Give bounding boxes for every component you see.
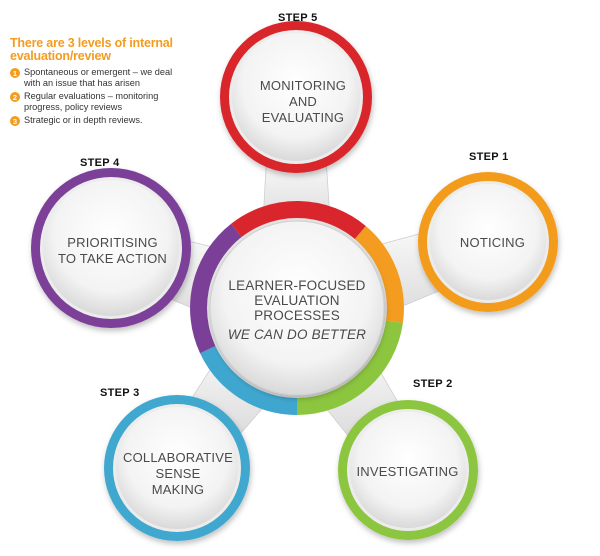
step-5-title-line: MONITORING [259, 78, 347, 93]
level-number-badge: 2 [10, 92, 20, 102]
outer-circles [31, 21, 558, 541]
level-item-1: 1 Spontaneous or emergent – we deal with… [10, 67, 225, 89]
level-number-badge: 3 [10, 116, 20, 126]
level-item-text: Regular evaluations – monitoring progres… [24, 91, 158, 113]
level-item-line: Spontaneous or emergent – we deal [24, 67, 173, 77]
step-4-circle-face [43, 180, 179, 316]
step-4-title-line: TO TAKE ACTION [58, 251, 167, 266]
level-item-2: 2 Regular evaluations – monitoring progr… [10, 91, 225, 113]
step-3-title-line: COLLABORATIVE [122, 450, 233, 465]
step-5-title: MONITORING AND EVALUATING [228, 78, 378, 126]
step-3-circle [104, 395, 250, 541]
step-5-title-line: EVALUATING [261, 110, 345, 125]
step-2-title: INVESTIGATING [335, 464, 480, 480]
step-5-label: STEP 5 [278, 12, 318, 24]
step-3-title-line: MAKING [151, 482, 205, 497]
level-item-line: with an issue that has arisen [24, 78, 140, 88]
level-item-text: Spontaneous or emergent – we deal with a… [24, 67, 172, 89]
center-disc [207, 218, 387, 398]
step-2-circle-face [350, 412, 466, 528]
ring-segment-step-2 [296, 320, 403, 415]
levels-info-title-line: evaluation/review [10, 49, 111, 63]
center-title-line: EVALUATION [254, 293, 340, 308]
levels-info-title-line: There are 3 levels of internal [10, 36, 173, 50]
center-title: LEARNER-FOCUSED EVALUATION PROCESSES WE … [207, 278, 387, 342]
center-tagline: WE CAN DO BETTER [227, 327, 367, 342]
level-item-line: progress, policy reviews [24, 102, 123, 112]
step-2-title-line: INVESTIGATING [356, 464, 459, 479]
step-4-label: STEP 4 [80, 157, 120, 169]
step-3-title-line: SENSE [155, 466, 201, 481]
step-5-circle-face [232, 33, 360, 161]
step-1-title-line: NOTICING [459, 235, 526, 250]
level-item-line: Regular evaluations – monitoring [24, 91, 159, 101]
center-ring [190, 201, 404, 415]
step-1-label: STEP 1 [469, 151, 509, 163]
step-3-title: COLLABORATIVE SENSE MAKING [103, 450, 253, 498]
step-1-circle-face [430, 184, 546, 300]
levels-info-panel: There are 3 levels of internal evaluatio… [10, 37, 225, 128]
step-4-title: PRIORITISING TO TAKE ACTION [30, 235, 195, 267]
levels-info-title: There are 3 levels of internal evaluatio… [10, 37, 225, 63]
level-item-text: Strategic or in depth reviews. [24, 115, 142, 126]
center-title-line: LEARNER-FOCUSED [228, 278, 366, 293]
ring-segment-step-3 [200, 345, 298, 415]
step-3-circle-face [116, 407, 238, 529]
step-5-circle [220, 21, 372, 173]
ring-segment-step-5 [231, 201, 366, 240]
step-5-title-line: AND [288, 94, 318, 109]
step-1-circle [418, 172, 558, 312]
step-3-label: STEP 3 [100, 387, 140, 399]
step-2-circle [338, 400, 478, 540]
step-4-title-line: PRIORITISING [67, 235, 158, 250]
ring-segment-step-1 [354, 226, 404, 323]
center-disc-face [209, 220, 385, 396]
step-2-label: STEP 2 [413, 378, 453, 390]
center-title-line: PROCESSES [254, 308, 340, 323]
level-item-line: Strategic or in depth reviews. [24, 115, 143, 125]
step-4-circle [31, 168, 191, 328]
level-item-3: 3 Strategic or in depth reviews. [10, 115, 225, 126]
level-number-badge: 1 [10, 68, 20, 78]
step-1-title: NOTICING [425, 235, 560, 251]
ring-segment-step-4 [190, 223, 243, 354]
